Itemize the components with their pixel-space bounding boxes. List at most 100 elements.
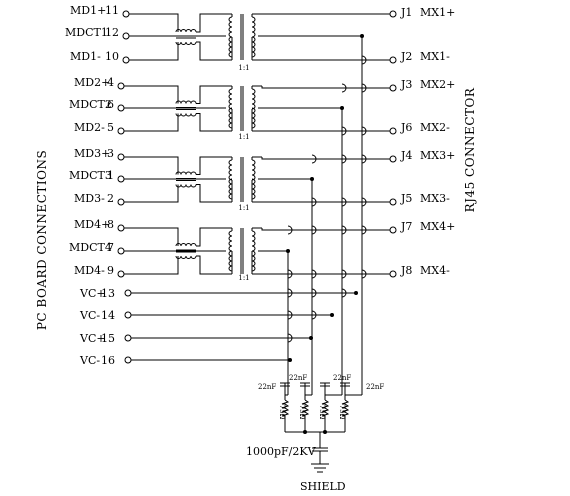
pin-terminal [389, 127, 397, 135]
crossing-hop [341, 154, 347, 164]
coil [251, 107, 256, 129]
cap-label: 22nF [258, 383, 276, 391]
crossing-hop [341, 197, 347, 207]
wire [170, 260, 179, 275]
wire [196, 255, 232, 275]
pin-terminal [117, 247, 125, 255]
pin-terminal [389, 198, 397, 206]
resistor [321, 399, 330, 417]
pin-label: MDCT2 [69, 98, 112, 111]
coil [251, 230, 256, 252]
choke-coil [175, 255, 197, 259]
pin-number: 4 [107, 76, 114, 89]
coil [228, 178, 233, 200]
rj-pin: J1 [400, 6, 412, 19]
rj-pin: J8 [400, 264, 412, 277]
pin-number: 14 [101, 309, 115, 322]
rj45-connector-label: RJ45 CONNECTOR [463, 87, 477, 212]
rj-signal: MX3- [420, 192, 450, 205]
junction-dot [303, 430, 307, 434]
choke-coil [175, 41, 197, 45]
pin-terminal [117, 224, 125, 232]
pin-label: MD2- [74, 121, 105, 134]
crossing-hop [341, 269, 347, 279]
pin-label: MDCT3 [69, 169, 112, 182]
crossing-hop [287, 225, 293, 235]
wiring [117, 10, 397, 473]
pin-label: MD3- [74, 192, 105, 205]
rj-pin: J7 [400, 220, 412, 233]
pin-label: VC+ [79, 332, 106, 345]
crossing-hop [361, 83, 367, 93]
pin-terminal [117, 153, 125, 161]
wire [170, 85, 179, 100]
pin-number: 2 [107, 192, 114, 205]
pin-label: MD4- [74, 264, 105, 277]
pin-number: 7 [107, 241, 114, 254]
resistor [281, 399, 290, 417]
crossing-hop [287, 333, 293, 343]
crossing-hop [287, 288, 293, 298]
wire [196, 41, 232, 61]
pin-terminal [124, 356, 132, 364]
pin-label: MDCT4 [69, 241, 112, 254]
coil [228, 159, 233, 181]
rj-pin: J2 [400, 50, 412, 63]
pin-label: MD1+ [70, 4, 106, 17]
pin-label: VC- [79, 354, 100, 367]
wire [170, 46, 179, 61]
choke-coil [175, 113, 197, 117]
rj-pin: J4 [400, 149, 412, 162]
pin-number: 3 [107, 147, 114, 160]
rj-pin: J3 [400, 78, 412, 91]
pin-terminal [389, 84, 397, 92]
shield-label: SHIELD [300, 480, 346, 493]
junction-dot [330, 313, 334, 317]
crossing-hop [361, 126, 367, 136]
crossing-hop [311, 225, 317, 235]
pin-number: 13 [101, 287, 115, 300]
coil [228, 16, 233, 38]
pin-terminal [124, 334, 132, 342]
pin-number: 11 [105, 4, 119, 17]
pin-number: 8 [107, 218, 114, 231]
pin-number: 10 [105, 50, 119, 63]
pin-terminal [117, 198, 125, 206]
coil [251, 178, 256, 200]
pin-terminal [117, 127, 125, 135]
pin-label: MD2+ [74, 76, 110, 89]
junction-dot [360, 34, 364, 38]
ratio-label: 1:1 [238, 64, 249, 72]
choke-coil [175, 184, 197, 188]
cap-label: 22nF [289, 374, 307, 382]
crossing-hop [311, 288, 317, 298]
pin-terminal [122, 56, 130, 64]
crossing-hop [361, 197, 367, 207]
pin-number: 9 [107, 264, 114, 277]
crossing-hop [311, 197, 317, 207]
crossing-hop [341, 83, 347, 93]
coil [251, 88, 256, 110]
pin-number: 1 [107, 169, 114, 182]
pin-label: MD4+ [74, 218, 110, 231]
rj-signal: MX2+ [420, 78, 455, 91]
junction-dot [288, 358, 292, 362]
junction-dot [340, 106, 344, 110]
crossing-hop [361, 225, 367, 235]
wire [170, 188, 179, 203]
wire [261, 86, 390, 89]
crossing-hop [341, 126, 347, 136]
wire [170, 227, 179, 242]
ratio-label: 1:1 [238, 204, 249, 212]
pin-label: MD1- [70, 50, 101, 63]
pin-terminal [124, 311, 132, 319]
wire [196, 227, 232, 247]
pin-label: VC+ [79, 287, 106, 300]
pin-terminal [124, 289, 132, 297]
rj-signal: MX4+ [420, 220, 455, 233]
coil [251, 16, 256, 38]
rj-signal: MX2- [420, 121, 450, 134]
rj-signal: MX3+ [420, 149, 455, 162]
